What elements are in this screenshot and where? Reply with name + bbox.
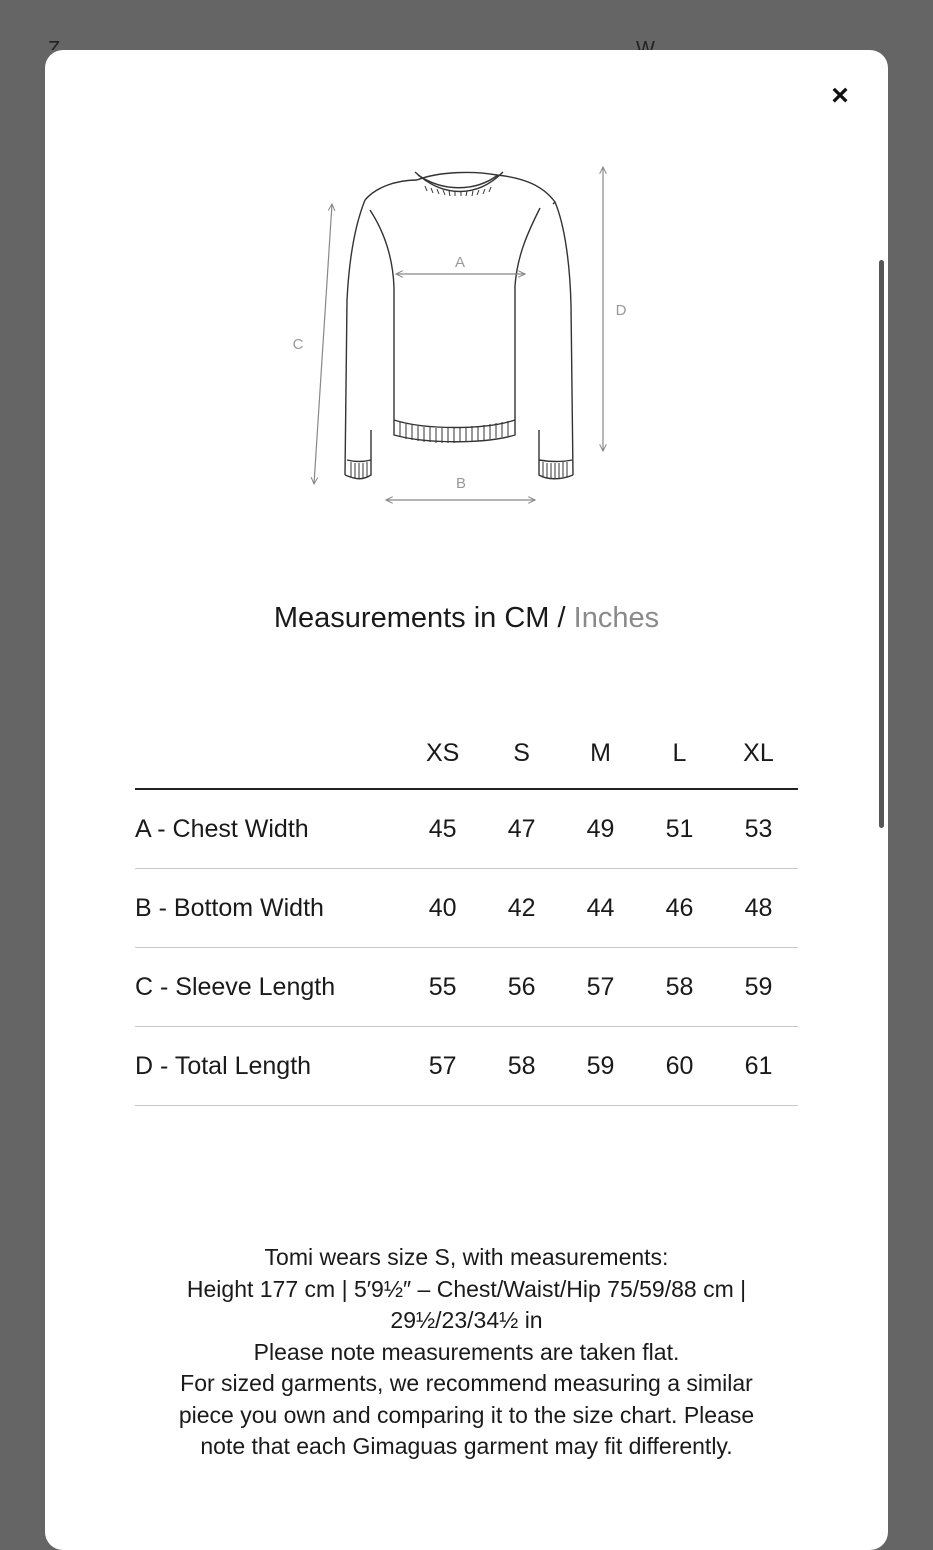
fit-note-line: For sized garments, we recommend measuri… xyxy=(180,1370,753,1396)
background-page-title: Z xyxy=(48,38,67,50)
cell-value: 53 xyxy=(718,789,798,869)
cell-value: 61 xyxy=(718,1026,798,1106)
cell-value: 47 xyxy=(482,789,562,869)
background-page-price: W xyxy=(636,38,661,50)
cell-value: 56 xyxy=(482,947,562,1027)
row-label: B - Bottom Width xyxy=(135,868,404,948)
cell-value: 57 xyxy=(561,947,641,1027)
fit-note-line: Please note measurements are taken flat. xyxy=(253,1338,680,1365)
cell-value: 44 xyxy=(561,868,641,948)
cell-value: 42 xyxy=(482,868,562,948)
size-col-l: L xyxy=(640,718,719,790)
cell-value: 57 xyxy=(403,1026,483,1106)
row-label: C - Sleeve Length xyxy=(135,947,404,1027)
size-guide-modal: × xyxy=(45,50,888,1550)
fit-note: Tomi wears size S, with measurements: He… xyxy=(125,1242,808,1463)
table-row: D - Total Length 57 58 59 60 61 xyxy=(135,1026,798,1106)
fit-note-line: piece you own and comparing it to the si… xyxy=(178,1401,755,1428)
garment-diagram: A B C D xyxy=(293,50,627,590)
cell-value: 58 xyxy=(482,1026,562,1106)
fit-note-line: Height 177 cm | 5′9½″ – Chest/Waist/Hip … xyxy=(186,1275,747,1302)
table-row: A - Chest Width 45 47 49 51 53 xyxy=(135,789,798,869)
cell-value: 59 xyxy=(718,947,798,1027)
cell-value: 45 xyxy=(403,789,483,869)
scrollbar[interactable] xyxy=(879,260,884,828)
size-col-m: M xyxy=(561,718,641,790)
cell-value: 40 xyxy=(403,868,483,948)
row-label: D - Total Length xyxy=(135,1026,404,1106)
unit-separator: / xyxy=(557,602,566,634)
table-row: B - Bottom Width 40 42 44 46 48 xyxy=(135,868,798,948)
size-chart-table: XS S M L XL A - Chest Width 45 47 49 51 … xyxy=(135,718,798,1106)
cell-value: 48 xyxy=(718,868,798,948)
cell-value: 46 xyxy=(640,868,719,948)
fit-note-line: Tomi wears size S, with measurements: xyxy=(264,1244,669,1270)
sweater-outline xyxy=(344,171,574,480)
measure-arrows xyxy=(314,167,603,500)
size-header-row: XS S M L XL xyxy=(135,718,798,790)
unit-toggle: Measurements in CM / Inches xyxy=(45,602,888,635)
table-row: C - Sleeve Length 55 56 57 58 59 xyxy=(135,947,798,1027)
rib-knit-marks xyxy=(350,185,568,478)
unit-inches-option[interactable]: Inches xyxy=(573,602,660,634)
cell-value: 60 xyxy=(640,1026,719,1106)
header-spacer xyxy=(135,718,404,790)
size-col-xl: XL xyxy=(718,718,798,790)
unit-cm-option[interactable]: Measurements in CM xyxy=(273,602,550,634)
label-c: C xyxy=(293,336,304,353)
cell-value: 55 xyxy=(403,947,483,1027)
fit-note-line: 29½/23/34½ in xyxy=(390,1307,543,1333)
fit-note-line: note that each Gimaguas garment may fit … xyxy=(200,1433,733,1459)
cell-value: 51 xyxy=(640,789,719,869)
label-b: B xyxy=(456,475,466,492)
label-d: D xyxy=(616,302,627,319)
label-a: A xyxy=(455,254,465,271)
cell-value: 59 xyxy=(561,1026,641,1106)
size-col-xs: XS xyxy=(403,718,483,790)
row-label: A - Chest Width xyxy=(135,789,404,869)
close-icon: × xyxy=(831,79,849,112)
cell-value: 49 xyxy=(561,789,641,869)
size-col-s: S xyxy=(482,718,562,790)
cell-value: 58 xyxy=(640,947,719,1027)
close-button[interactable]: × xyxy=(822,78,858,114)
